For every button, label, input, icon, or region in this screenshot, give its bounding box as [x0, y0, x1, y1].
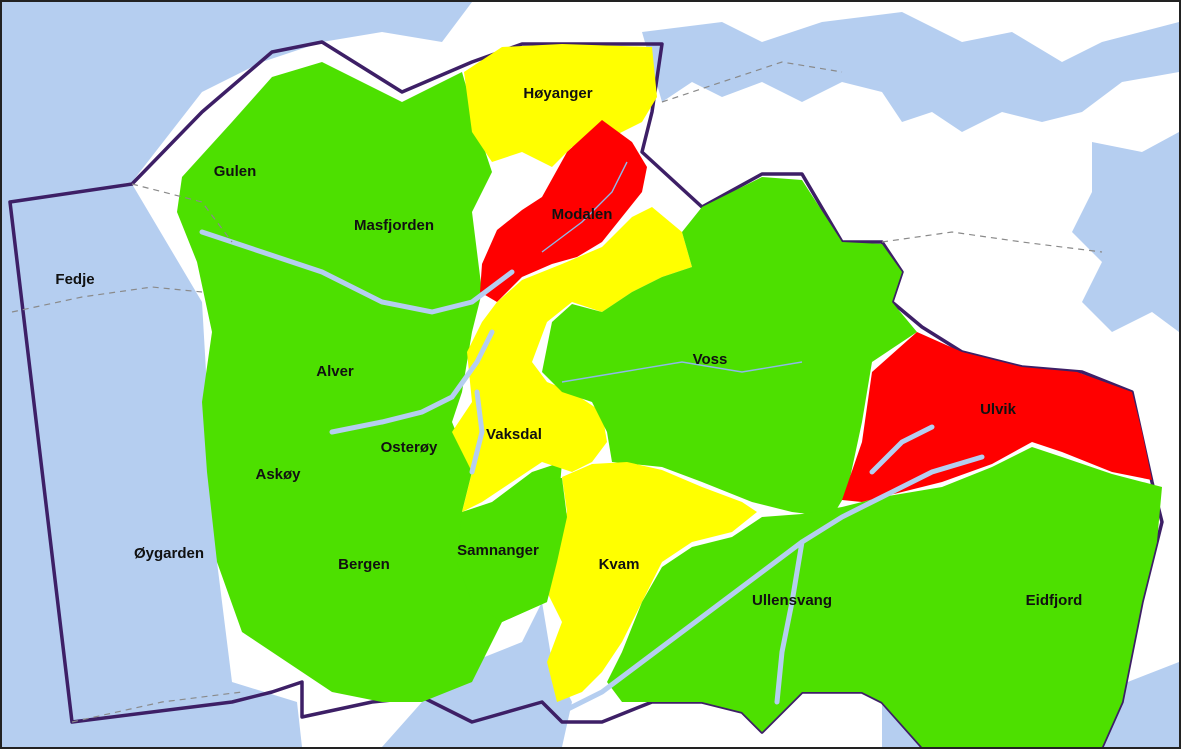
- boundary-coast: [131, 183, 233, 243]
- label-eidfjord: Eidfjord: [1026, 592, 1083, 609]
- river-modalen: [541, 161, 628, 253]
- fjord-south: [382, 602, 572, 747]
- fjord-sognefjord-branch: [199, 229, 515, 315]
- boundary-e: [881, 231, 1103, 253]
- label-gulen: Gulen: [214, 163, 257, 180]
- label-fedje: Fedje: [55, 271, 94, 288]
- region-samnanger: [457, 478, 567, 622]
- sea-east: [1072, 132, 1179, 332]
- region-kvam: [547, 462, 757, 702]
- label-osteroy: Osterøy: [381, 439, 438, 456]
- label-voss: Voss: [693, 351, 728, 368]
- fjord-ulvik: [869, 424, 935, 475]
- sea-west: [2, 2, 472, 207]
- label-oygarden: Øygarden: [134, 545, 204, 562]
- region-vaksdal: [452, 207, 692, 512]
- sea-northeast: [642, 12, 1179, 132]
- region-ulvik: [842, 332, 1152, 502]
- label-samnanger: Samnanger: [457, 542, 539, 559]
- label-vaksdal: Vaksdal: [486, 426, 542, 443]
- label-alver: Alver: [316, 363, 354, 380]
- label-masfjorden: Masfjorden: [354, 217, 434, 234]
- fjord-sorfjord: [469, 389, 485, 475]
- label-bergen: Bergen: [338, 556, 390, 573]
- river-voss: [561, 361, 803, 383]
- label-ullensvang: Ullensvang: [752, 592, 832, 609]
- boundary-fedje: [11, 286, 203, 313]
- region-modalen: [480, 120, 647, 302]
- label-ulvik: Ulvik: [980, 401, 1017, 418]
- boundary-ne: [661, 61, 843, 103]
- label-kvam: Kvam: [599, 556, 640, 573]
- fjord-eidfjord: [774, 539, 805, 705]
- fjord-osterfjord: [329, 329, 495, 435]
- fjord-hardanger: [559, 454, 985, 715]
- label-hoyanger: Høyanger: [523, 85, 592, 102]
- label-askoy: Askøy: [255, 466, 301, 483]
- region-ullensvang-eidfjord: [607, 447, 1162, 747]
- boundary-south: [71, 691, 243, 723]
- label-modalen: Modalen: [552, 206, 613, 223]
- sea-offshore: [2, 184, 302, 747]
- region-voss: [542, 177, 917, 517]
